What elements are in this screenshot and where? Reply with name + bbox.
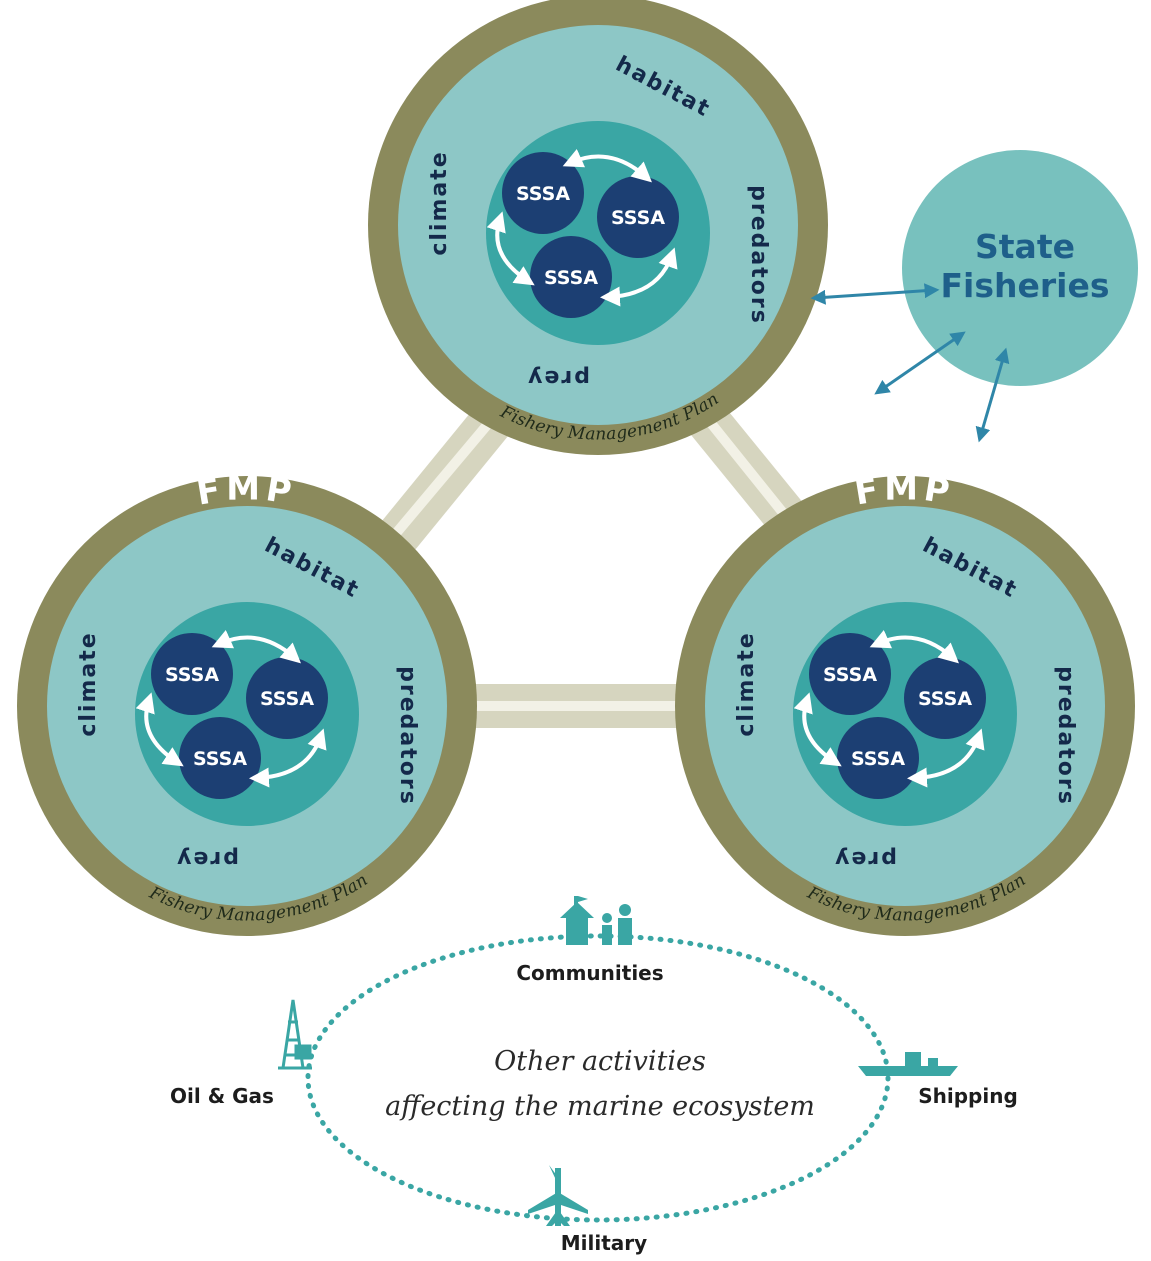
sssa-exchange-arrow <box>135 692 184 767</box>
sssa-exchange-arrow <box>793 692 842 767</box>
fmp-band-label: FMP <box>194 468 300 513</box>
sssa-exchange-arrow <box>211 629 301 664</box>
sssa-exchange-arrow <box>486 211 535 286</box>
state-fisheries-line2: Fisheries <box>941 266 1110 305</box>
sssa-exchange-arrow <box>907 728 985 788</box>
state-arrow-diagonal <box>874 331 966 395</box>
state-fisheries: State Fisheries <box>810 150 1138 443</box>
communities-icon <box>560 896 632 945</box>
factor-predators: predators <box>1053 666 1078 806</box>
factor-predators: predators <box>746 185 771 325</box>
state-arrow-horizontal <box>810 283 940 305</box>
sssa-circle <box>179 717 261 799</box>
state-fisheries-line1: State <box>975 227 1075 266</box>
factor-predators: predators <box>395 666 420 806</box>
sssa-label: SSSA <box>851 748 905 770</box>
factor-climate: climate <box>734 631 759 736</box>
activities-center-line2: affecting the marine ecosystem <box>385 1091 815 1122</box>
state-fisheries-circle <box>902 150 1138 386</box>
activities-center-line1: Other activities <box>494 1046 706 1077</box>
sssa-label: SSSA <box>165 664 219 686</box>
activity-label-oil-gas: Oil & Gas <box>170 1084 274 1108</box>
factor-prey: prey <box>526 365 590 390</box>
activity-label-communities: Communities <box>516 961 663 985</box>
sssa-circle <box>597 176 679 258</box>
sssa-label: SSSA <box>611 207 665 229</box>
factor-climate: climate <box>76 631 101 736</box>
sssa-exchange-arrow <box>600 247 678 307</box>
other-activities: Other activities affecting the marine ec… <box>170 896 1018 1255</box>
sssa-exchange-arrow <box>869 629 959 664</box>
sssa-exchange-arrow <box>249 728 327 788</box>
factor-prey: prey <box>175 846 239 871</box>
sssa-label: SSSA <box>516 183 570 205</box>
military-jet-icon <box>528 1165 588 1226</box>
sssa-label: SSSA <box>823 664 877 686</box>
activities-dotted-ellipse <box>305 933 891 1223</box>
ship-icon <box>858 1052 958 1076</box>
activity-label-military: Military <box>561 1231 647 1255</box>
state-arrow-down <box>975 347 1010 443</box>
sssa-label: SSSA <box>918 688 972 710</box>
sssa-circle <box>904 657 986 739</box>
sssa-circle <box>837 717 919 799</box>
factor-prey: prey <box>833 846 897 871</box>
fmp-band-label: FMP <box>852 468 958 513</box>
sssa-circle <box>246 657 328 739</box>
sssa-circle <box>530 236 612 318</box>
factor-climate: climate <box>427 150 452 255</box>
activity-label-shipping: Shipping <box>918 1084 1018 1108</box>
sssa-label: SSSA <box>544 267 598 289</box>
oil-rig-icon <box>278 999 312 1070</box>
sssa-label: SSSA <box>260 688 314 710</box>
sssa-exchange-arrow <box>562 148 652 183</box>
sssa-label: SSSA <box>193 748 247 770</box>
